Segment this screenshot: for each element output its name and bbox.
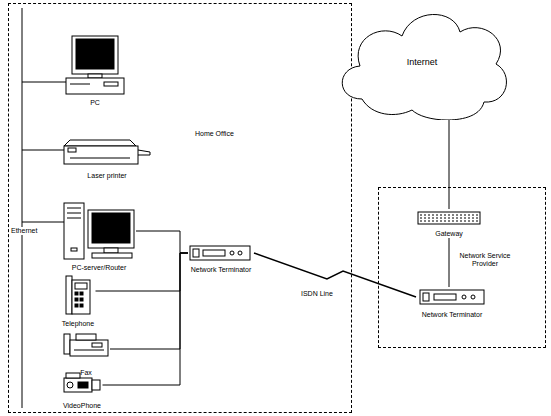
node-label: Home Office [195,130,234,138]
fax-icon [64,334,108,356]
cloud-node: Internet [332,4,512,120]
device-node: VideoPhone [62,371,103,410]
terminator-icon [420,290,484,304]
device-node: PC-server/Router [62,200,136,272]
terminator-node: Network Terminator [416,287,488,319]
bus-branch [22,82,66,83]
gateway-icon [418,212,480,224]
wire [96,253,189,291]
server-icon [64,203,134,259]
node-label: Network Service Provider [449,252,521,268]
ethernet-bus [22,8,23,408]
wire [103,253,189,385]
bus-branch [22,150,64,151]
node-label: Fax [80,369,92,377]
device-node: Telephone [61,273,96,328]
terminator-icon [190,246,250,260]
gateway-node: Gateway [416,209,482,238]
node-label: Telephone [62,320,94,328]
edge-label: ISDN Line [300,290,334,298]
printer-icon [64,140,150,164]
bus-label: Ethernet [10,227,38,235]
wire [449,120,450,209]
isdn-line [254,253,416,297]
region-box: Network Service Provider GatewayNetwork T… [378,187,546,348]
bus-branch [22,222,64,223]
node-label: Network Terminator [191,266,252,274]
device-node: Laser printer [62,136,152,180]
node-label: Laser printer [87,172,126,180]
node-label: Gateway [435,230,463,238]
node-label: Internet [407,57,438,67]
wire [136,231,188,253]
node-label: PC [90,99,100,107]
wire [449,238,450,287]
device-node: PC [64,33,126,107]
telephone-icon [66,276,90,314]
device-node: Fax [62,332,110,377]
region-box: Home Office PC Laser printerPC-server/Rout… [8,3,352,413]
node-label: PC-server/Router [72,264,126,272]
node-label: Network Terminator [422,311,483,319]
terminator-node: Network Terminator [188,243,254,274]
pc-icon [66,36,124,94]
node-label: VideoPhone [63,402,101,410]
